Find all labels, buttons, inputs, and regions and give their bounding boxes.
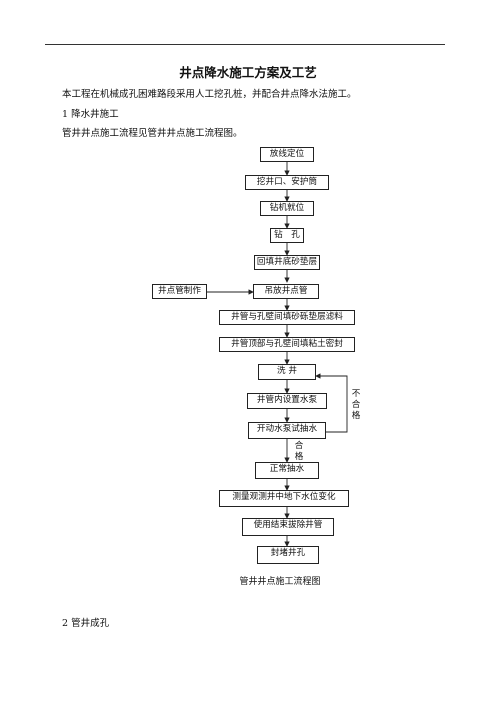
intro-paragraph: 本工程在机械成孔困难路段采用人工挖孔桩，并配合井点降水法施工。 <box>62 89 357 100</box>
flow-step-7: 井管与孔壁间填砂砾垫层滤料 <box>219 310 355 325</box>
flow-step-14: 使用结束拔除井管 <box>242 518 334 536</box>
document-title: 井点降水施工方案及工艺 <box>179 65 317 80</box>
pass-label: 合格 <box>294 441 304 462</box>
flow-step-5: 回填井底砂垫层 <box>254 255 320 270</box>
flow-step-12: 正常抽水 <box>255 462 319 479</box>
flow-step-1: 放线定位 <box>260 147 314 162</box>
flow-side-step: 井点管制作 <box>152 284 207 299</box>
section1-heading: 1 降水井施工 <box>62 109 119 120</box>
flow-step-8: 井管顶部与孔壁间填粘土密封 <box>219 337 355 352</box>
loop-label-fail: 不合格 <box>351 389 361 421</box>
header-rule <box>45 44 445 45</box>
section2-heading: 2 管井成孔 <box>62 618 110 629</box>
flow-step-13: 测量观测井中地下水位变化 <box>219 490 349 507</box>
flowchart-caption: 管井井点施工流程图 <box>239 577 321 587</box>
flow-step-11: 开动水泵试抽水 <box>248 422 326 439</box>
flow-step-4: 钻 孔 <box>270 228 304 243</box>
flow-step-9: 洗 井 <box>258 364 316 380</box>
flow-step-10: 井管内设置水泵 <box>247 393 327 409</box>
flow-step-2: 挖井口、安护筒 <box>245 175 329 190</box>
flow-step-3: 钻机就位 <box>260 201 314 216</box>
flow-step-15: 封堵井孔 <box>257 546 319 564</box>
flow-step-6: 吊放井点管 <box>253 284 319 299</box>
section1-text: 管井井点施工流程见管井井点施工流程图。 <box>62 128 243 139</box>
